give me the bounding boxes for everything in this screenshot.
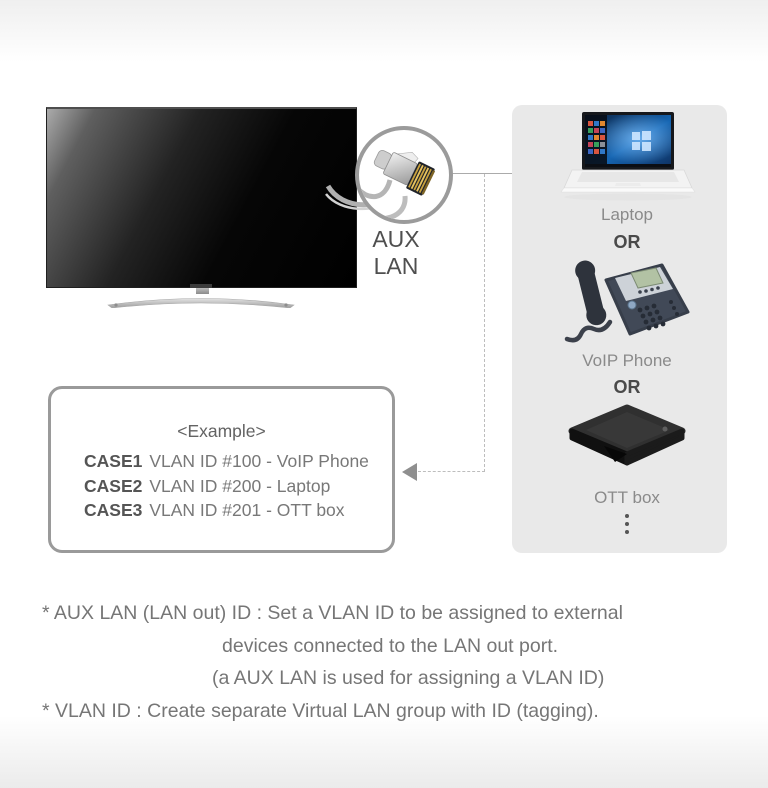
- case-2-id: CASE2: [84, 475, 143, 496]
- laptop-image: [556, 112, 700, 202]
- tv-image: [46, 107, 357, 288]
- magnifier-circle: [355, 126, 453, 224]
- footnote-line-4: * VLAN ID : Create separate Virtual LAN …: [42, 699, 599, 722]
- footnote-line-3: (a AUX LAN is used for assigning a VLAN …: [212, 667, 605, 689]
- background-gradient-top: [0, 0, 768, 62]
- or-label-2: OR: [613, 377, 641, 397]
- rj45-connector-icon: [359, 149, 436, 220]
- case-3-desc: VLAN ID #201 - OTT box: [149, 500, 345, 520]
- tv-stand-neck: [196, 288, 209, 294]
- tv-logo-notch: [190, 284, 212, 288]
- case-row-3: CASE3 VLAN ID #201 - OTT box: [84, 498, 392, 523]
- aux-lan-line2: LAN: [373, 253, 419, 279]
- footnote-line-2: devices connected to the LAN out port.: [222, 634, 559, 657]
- dashed-line-vertical: [484, 174, 485, 472]
- case-2-desc: VLAN ID #200 - Laptop: [149, 475, 331, 496]
- footnote-line-1: * AUX LAN (LAN out) ID : Set a VLAN ID t…: [42, 602, 623, 624]
- ott-box-label: OTT box: [594, 488, 660, 507]
- footnotes: * AUX LAN (LAN out) ID : Set a VLAN ID t…: [42, 597, 742, 727]
- case-row-1: CASE1 VLAN ID #100 - VoIP Phone: [84, 449, 392, 474]
- dashed-line-horizontal: [418, 471, 485, 472]
- case-row-2: CASE2 VLAN ID #200 - Laptop: [84, 474, 392, 499]
- aux-lan-line1: AUX: [372, 226, 420, 252]
- case-1-desc: VLAN ID #100 - VoIP Phone: [149, 451, 369, 471]
- voip-phone-label: VoIP Phone: [582, 351, 672, 370]
- case-3-id: CASE3: [84, 500, 143, 520]
- case-1-id: CASE1: [84, 451, 143, 471]
- example-title: <Example>: [177, 421, 266, 441]
- laptop-label: Laptop: [601, 205, 653, 224]
- or-label-1: OR: [613, 232, 641, 252]
- voip-phone-image: [552, 258, 692, 346]
- background-gradient-bottom: [0, 716, 768, 788]
- aux-lan-label: AUX LAN: [346, 226, 446, 280]
- arrow-left-icon: [402, 463, 417, 481]
- ott-box-image: [562, 400, 692, 480]
- example-box: <Example> CASE1 VLAN ID #100 - VoIP Phone…: [48, 386, 395, 553]
- ellipsis-dots-icon: [512, 514, 742, 534]
- tv-stand-base: [106, 292, 296, 309]
